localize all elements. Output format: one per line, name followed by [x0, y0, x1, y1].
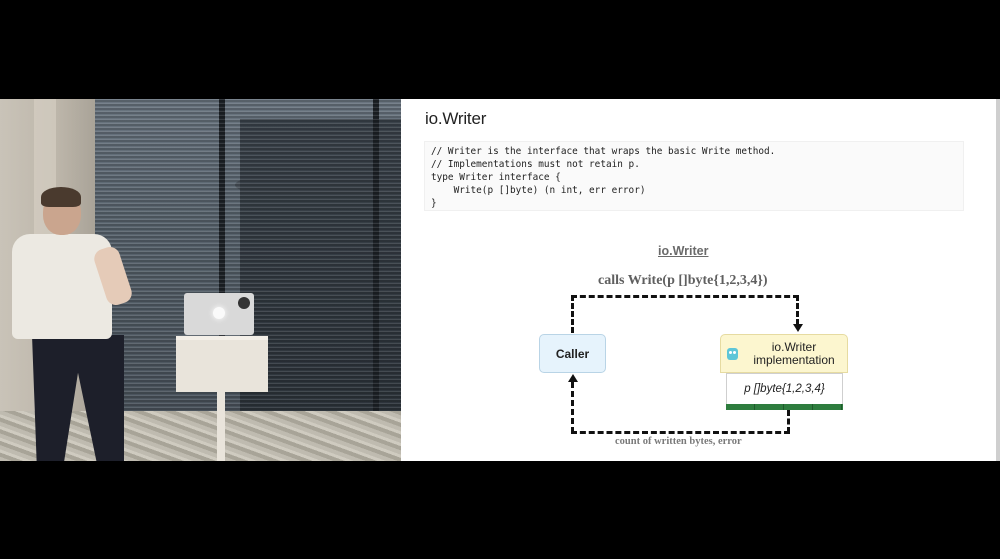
slide-edge	[996, 99, 1000, 461]
arrow-up-icon	[568, 374, 578, 382]
video-frame: io.Writer // Writer is the interface tha…	[0, 99, 1000, 461]
implementation-label-line2: implementation	[753, 352, 835, 367]
gopher-icon	[727, 348, 738, 360]
slide-title: io.Writer	[425, 109, 487, 128]
call-arrow-line	[571, 295, 799, 298]
code-line: // Implementations must not retain p.	[431, 159, 640, 170]
return-arrow-line	[787, 410, 790, 433]
code-block: // Writer is the interface that wraps th…	[424, 141, 964, 211]
speaker-hair	[41, 187, 81, 207]
caller-node: Caller	[539, 334, 606, 373]
writer-implementation-node: io.Writer implementation	[720, 334, 848, 373]
arrow-down-icon	[793, 324, 803, 332]
return-arrow-line	[571, 431, 790, 434]
window-mullion	[219, 99, 225, 411]
implementation-label-line1: io.Writer	[771, 339, 817, 354]
implementation-label: io.Writer implementation	[741, 339, 847, 367]
return-arrow-line	[571, 382, 574, 433]
code-line: Write(p []byte) (n int, err error)	[431, 185, 646, 196]
presentation-slide: io.Writer // Writer is the interface tha…	[401, 99, 996, 461]
podium-leg	[217, 392, 225, 461]
call-arrow-line	[796, 295, 799, 325]
laptop-sticker	[238, 297, 250, 309]
diagram-title: io.Writer	[658, 244, 709, 258]
code-line: }	[431, 198, 437, 209]
laptop	[184, 293, 254, 335]
speaker-shirt	[12, 234, 112, 339]
speaker-video	[0, 99, 401, 461]
code-line: // Writer is the interface that wraps th…	[431, 146, 776, 157]
return-label: count of written bytes, error	[615, 436, 742, 447]
calls-label: calls Write(p []byte{1,2,3,4})	[598, 273, 768, 288]
byte-buffer: p []byte{1,2,3,4}	[726, 373, 843, 404]
byte-buffer-bar	[726, 404, 843, 410]
call-arrow-line	[571, 295, 574, 333]
window-mullion	[373, 99, 379, 411]
laptop-logo-icon	[213, 307, 225, 319]
code-line: type Writer interface {	[431, 172, 561, 183]
podium	[176, 336, 268, 392]
